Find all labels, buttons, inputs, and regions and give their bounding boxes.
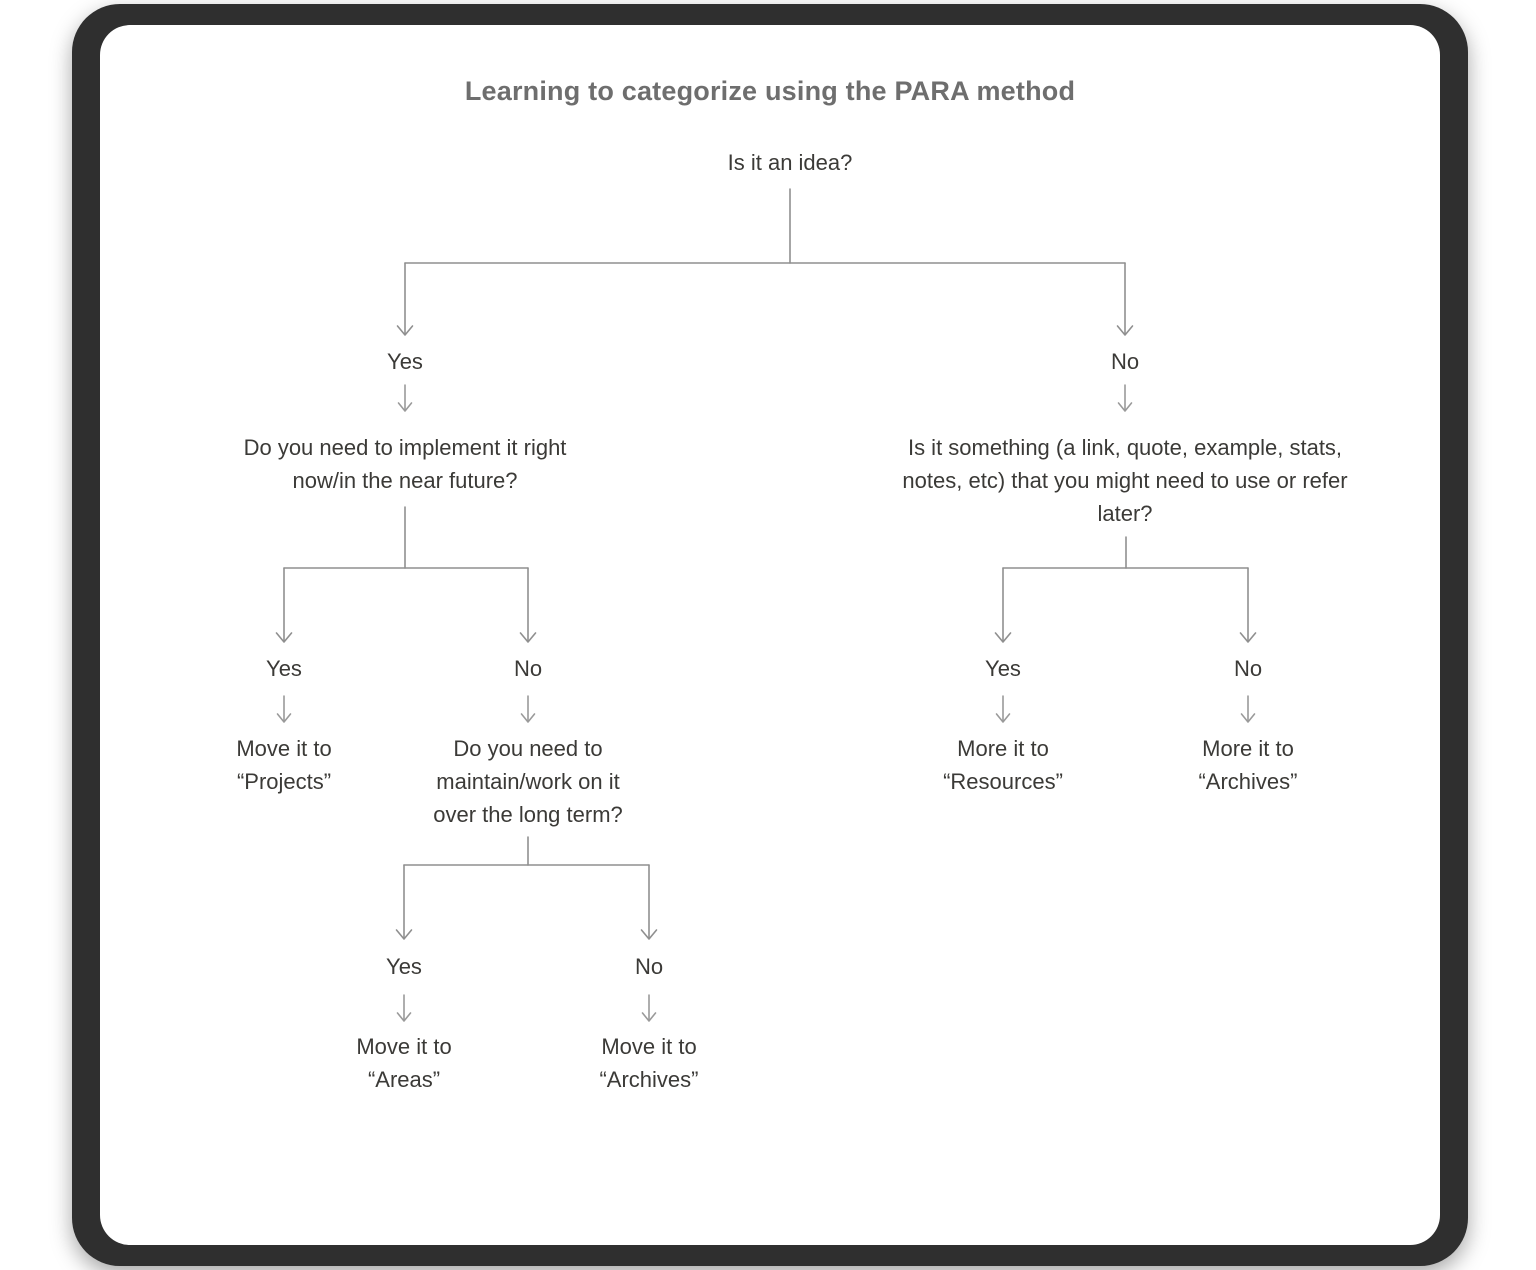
- fork-root: [396, 188, 1134, 336]
- refer-no-label: No: [1233, 656, 1263, 681]
- branch-no-label: No: [1110, 349, 1140, 374]
- page-title: Learning to categorize using the PARA me…: [464, 76, 1076, 106]
- leaf-areas-action: Move it to: [356, 1034, 452, 1059]
- implement-no-label: No: [513, 656, 543, 681]
- implement-yes-label: Yes: [266, 656, 302, 681]
- leaf-archives-left: Move it to “Archives”: [569, 1030, 729, 1096]
- fork-long-term: [395, 836, 658, 940]
- leaf-archives-left-target: “Archives”: [599, 1067, 699, 1092]
- down-arrow-icon: [276, 695, 536, 723]
- leaf-archives-left-action: Move it to: [601, 1034, 697, 1059]
- leaf-archives-right-action: More it to: [1202, 736, 1294, 761]
- leaf-resources-action: More it to: [957, 736, 1049, 761]
- leaf-projects-action: Move it to: [236, 736, 332, 761]
- root-question: Is it an idea?: [727, 150, 853, 175]
- long-term-yes-label: Yes: [386, 954, 422, 979]
- branch-yes-label: Yes: [387, 349, 423, 374]
- long-term-no-label: No: [634, 954, 664, 979]
- connector-lines: [275, 188, 1257, 1022]
- question-long-term: Do you need to maintain/work on it over …: [433, 736, 623, 827]
- leaf-archives-right: More it to “Archives”: [1163, 732, 1333, 798]
- leaf-projects: Move it to “Projects”: [204, 732, 364, 798]
- leaf-resources-target: “Resources”: [943, 769, 1063, 794]
- window-frame: Learning to categorize using the PARA me…: [72, 4, 1468, 1266]
- question-refer-later: Is it something (a link, quote, example,…: [902, 435, 1348, 526]
- down-arrow-icon: [397, 384, 1133, 412]
- leaf-resources: More it to “Resources”: [918, 732, 1088, 798]
- leaf-areas: Move it to “Areas”: [324, 1030, 484, 1096]
- flowchart-canvas: Learning to categorize using the PARA me…: [100, 25, 1440, 1245]
- down-arrow-icon: [995, 695, 1256, 723]
- leaf-archives-right-target: “Archives”: [1198, 769, 1298, 794]
- refer-yes-label: Yes: [985, 656, 1021, 681]
- fork-refer-later: [994, 536, 1257, 643]
- leaf-areas-target: “Areas”: [367, 1067, 441, 1092]
- leaf-projects-target: “Projects”: [236, 769, 332, 794]
- fork-implement: [275, 506, 537, 643]
- question-implement-now: Do you need to implement it right now/in…: [243, 435, 567, 493]
- down-arrow-icon: [396, 994, 657, 1022]
